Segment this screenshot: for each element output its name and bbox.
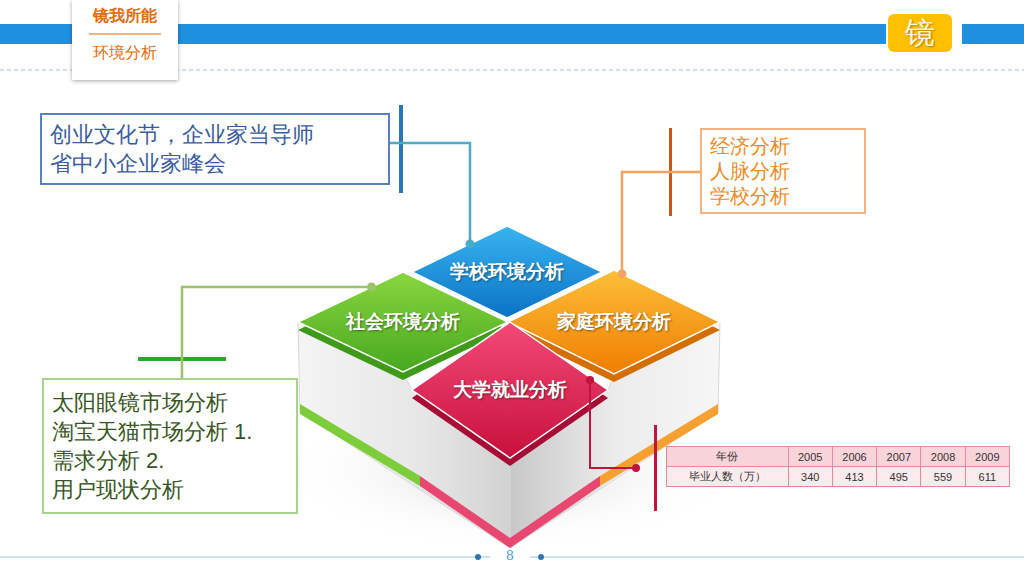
table-cell: 340 [788, 467, 832, 487]
table-cell: 2006 [832, 447, 876, 467]
accent-bar [138, 357, 226, 361]
table-cell: 413 [832, 467, 876, 487]
node-text: 太阳眼镜市场分析 淘宝天猫市场分析 1.需求分析 2.用户现状分析 [52, 388, 288, 504]
platform-strip [510, 476, 600, 548]
logo-badge: 镜 [888, 14, 952, 52]
node-text: 环境分析 [93, 43, 157, 64]
quadrant-tile: 大学就业分析 [412, 322, 608, 458]
node-text: 学校环境分析 [450, 259, 564, 285]
table-cell: 559 [921, 467, 965, 487]
page-number: 8 [490, 548, 530, 563]
node-text: 大学就业分析 [453, 377, 567, 403]
callout-box: 经济分析 人脉分析 学校分析 [700, 128, 866, 214]
node-text: 家庭环境分析 [557, 309, 671, 335]
table-cell: 2007 [877, 447, 921, 467]
node-text: 社会环境分析 [346, 309, 460, 335]
footer-dot [475, 554, 481, 560]
leader-line [622, 172, 700, 274]
leader-dot [632, 464, 640, 472]
table-cell: 毕业人数（万） [667, 467, 789, 487]
callout-box: 太阳眼镜市场分析 淘宝天猫市场分析 1.需求分析 2.用户现状分析 [42, 378, 298, 514]
accent-bar [654, 425, 657, 511]
data-table: 年份20052006200720082009 毕业人数（万）34041349555… [666, 446, 1010, 487]
table-cell: 495 [877, 467, 921, 487]
accent-bar [669, 128, 672, 216]
footer-dot [538, 554, 544, 560]
node-text: 镜我所能 [89, 6, 161, 35]
node-text: 创业文化节，企业家当导师 省中小企业家峰会 [50, 120, 380, 178]
header-bar [962, 24, 1024, 44]
node-text: 镜 [905, 16, 935, 50]
table-cell: 2005 [788, 447, 832, 467]
table-cell: 2009 [965, 447, 1009, 467]
header-tab: 镜我所能环境分析 [72, 0, 178, 80]
table-cell: 年份 [667, 447, 789, 467]
callout-box: 创业文化节，企业家当导师 省中小企业家峰会 [40, 113, 390, 185]
table-cell: 2008 [921, 447, 965, 467]
platform-strip [420, 476, 510, 548]
platform-strip [300, 404, 420, 486]
table-cell: 611 [965, 467, 1009, 487]
accent-bar [399, 105, 403, 193]
leader-line [390, 143, 470, 244]
tile-face [412, 322, 608, 458]
node-text: 经济分析 人脉分析 学校分析 [710, 134, 856, 209]
